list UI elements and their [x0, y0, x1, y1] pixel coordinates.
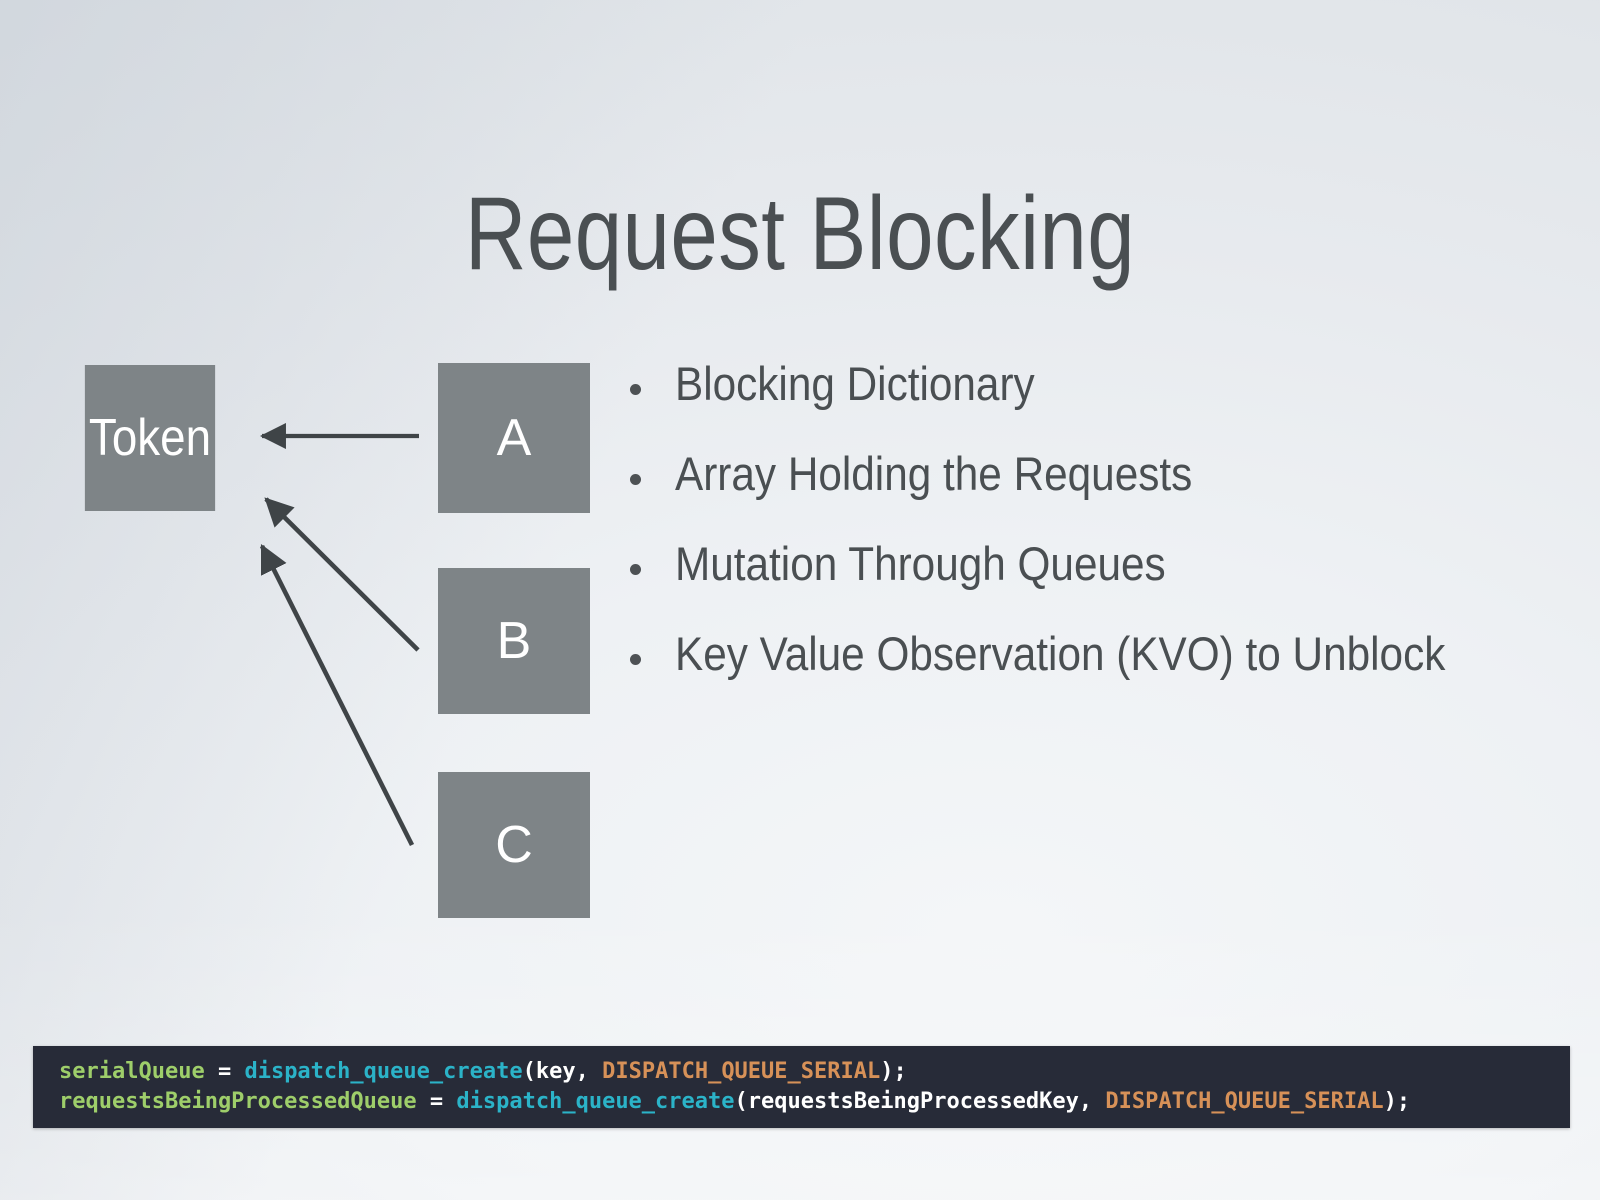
code-token-punct [443, 1089, 456, 1114]
code-token-punct: ( [522, 1059, 536, 1084]
bullet-label: Key Value Observation (KVO) to Unblock [675, 627, 1446, 680]
diagram-box-token: Token [84, 365, 216, 511]
bullet-dot-icon [630, 564, 641, 575]
bullet-dot-icon [630, 474, 641, 485]
bullet-dot-icon [630, 654, 641, 665]
arrow-b-to-token [264, 497, 420, 652]
bullet-list: Blocking Dictionary Array Holding the Re… [630, 357, 1590, 718]
diagram-box-a: A [438, 363, 590, 513]
diagram-box-b: B [438, 568, 590, 714]
arrow-c-to-token [259, 543, 415, 847]
code-token-punct: ); [880, 1059, 907, 1084]
code-token-const: DISPATCH_QUEUE_SERIAL [602, 1059, 881, 1084]
code-token-punct: , [1078, 1089, 1106, 1114]
diagram-box-token-label: Token [88, 409, 212, 467]
code-block: serialQueue = dispatch_queue_create(key,… [33, 1046, 1570, 1128]
page-title: Request Blocking [464, 175, 1136, 292]
bullet-label: Mutation Through Queues [675, 537, 1166, 590]
code-token-punct: ); [1383, 1089, 1411, 1114]
list-item: Blocking Dictionary [630, 357, 1590, 448]
list-item: Mutation Through Queues [630, 537, 1590, 628]
code-token-punct: ( [734, 1089, 748, 1114]
bullet-label: Array Holding the Requests [675, 447, 1193, 500]
code-token-punct: = [217, 1059, 232, 1084]
diagram-box-b-label: B [496, 612, 532, 670]
code-token-arg: key [535, 1059, 576, 1084]
code-line: requestsBeingProcessedQueue = dispatch_q… [59, 1087, 1570, 1117]
list-item: Array Holding the Requests [630, 447, 1590, 538]
code-token-punct: , [575, 1059, 603, 1084]
code-token-var: requestsBeingProcessedQueue [59, 1089, 417, 1114]
code-token-punct [205, 1059, 218, 1084]
code-token-var: serialQueue [59, 1059, 205, 1084]
code-token-arg: requestsBeingProcessedKey [747, 1089, 1079, 1114]
code-token-punct [417, 1089, 430, 1114]
code-token-fn: dispatch_queue_create [244, 1059, 523, 1084]
bullet-dot-icon [630, 384, 641, 395]
code-line: serialQueue = dispatch_queue_create(key,… [59, 1057, 1570, 1087]
code-token-punct: = [429, 1089, 444, 1114]
list-item: Key Value Observation (KVO) to Unblock [630, 627, 1590, 718]
code-token-fn: dispatch_queue_create [456, 1089, 735, 1114]
diagram-box-c-label: C [495, 816, 533, 874]
diagram-box-a-label: A [496, 409, 532, 467]
code-token-const: DISPATCH_QUEUE_SERIAL [1105, 1089, 1384, 1114]
code-token-punct [231, 1059, 244, 1084]
bullet-label: Blocking Dictionary [675, 357, 1035, 410]
diagram-box-c: C [438, 772, 590, 918]
